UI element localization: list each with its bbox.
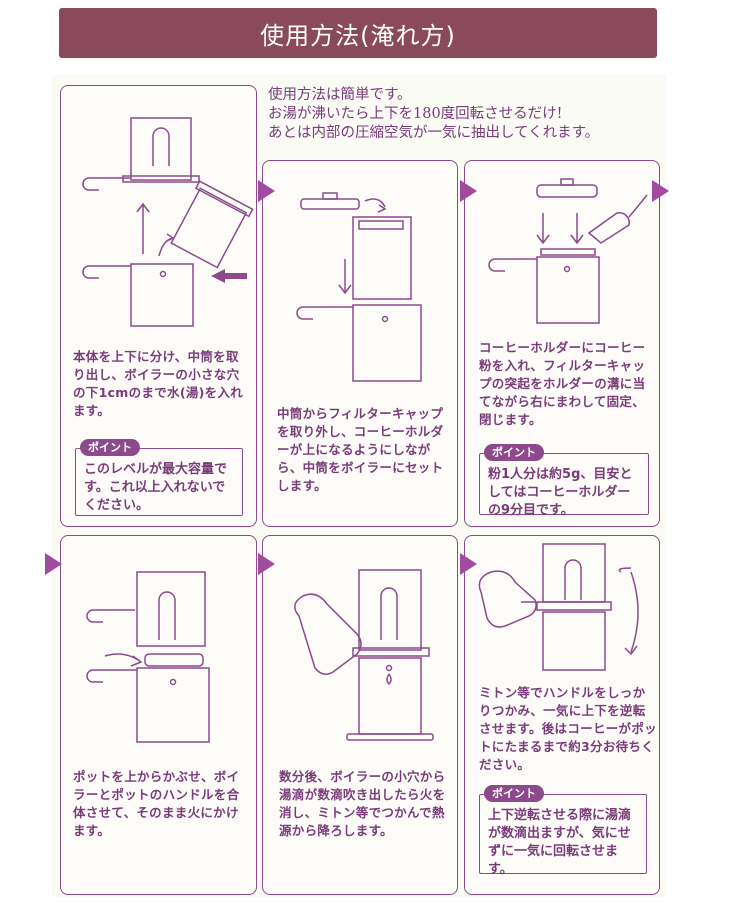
step-4-panel: ポットを上からかぶせ、ボイラーとポットのハンドルを合体させて、そのまま火にかけま… [60,535,257,895]
step-5-panel: 数分後、ボイラーの小穴から湯滴が数滴吹き出したら火を消し、ミトン等でつかんで熱源… [262,535,458,895]
step-2-panel: 中筒からフィルターキャップを取り外し、コーヒーホルダーが上になるようにしながら、… [262,160,458,527]
step-1-illustration [82,117,254,327]
step-6-panel: ミトン等でハンドルをしっかりつかみ、一気に上下を逆転させます。後はコーヒーがポッ… [464,535,660,895]
step-1-caption: 本体を上下に分け、中筒を取り出し、ボイラーの小さな穴の下1cmのまで水(湯)を入… [73,349,244,418]
chevron-right-icon [45,553,62,575]
step-6-point-box: ポイント 上下逆転させる際に湯滴が数滴出ますが、気にせずに一気に回転させます。 [479,785,647,877]
intro-line: あとは内部の圧縮空気が一気に抽出してくれます。 [268,125,600,141]
page-title: 使用方法(淹れ方) [260,21,456,50]
step-4-caption: ポットを上からかぶせ、ボイラーとポットのハンドルを合体させて、そのまま火にかけま… [73,769,240,838]
step-3-point-text: 粉1人分は約5g、目安としてはコーヒーホルダーの9分目です。 [488,467,633,518]
step-6-illustration [478,543,639,671]
step-3-point-box: ポイント 粉1人分は約5g、目安としてはコーヒーホルダーの9分目です。 [479,444,649,518]
chevron-right-icon [258,553,275,575]
step-3-panel: コーヒーホルダーにコーヒー粉を入れ、フィルターキャップの突起をホルダーの溝に当て… [464,160,660,527]
point-badge: ポイント [484,785,544,802]
step-5-caption: 数分後、ボイラーの小穴から湯滴が数滴吹き出したら火を消し、ミトン等でつかんで熱源… [279,769,446,838]
step-1-panel: 本体を上下に分け、中筒を取り出し、ボイラーの小さな穴の下1cmのまで水(湯)を入… [60,85,257,527]
step-3-illustration [488,178,648,324]
chevron-right-icon [460,553,477,575]
step-1-point-text: このレベルが最大容量です。これ以上入れないでください。 [84,462,228,513]
intro-line: お湯が沸いたら上下を180度回転させるだけ! [268,106,563,122]
step-5-illustration [294,569,434,741]
step-3-caption: コーヒーホルダーにコーヒー粉を入れ、フィルターキャップの突起をホルダーの溝に当て… [479,340,646,427]
intro-line: 使用方法は簡単です。 [268,87,412,103]
point-badge: ポイント [80,439,140,456]
chevron-right-icon [652,180,669,202]
step-6-point-text: 上下逆転させる際に湯滴が数滴出ますが、気にせずに一気に回転させます。 [488,808,632,877]
point-badge: ポイント [484,444,544,461]
step-2-caption: 中筒からフィルターキャップを取り外し、コーヒーホルダーが上になるようにしながら、… [277,406,444,493]
step-4-illustration [86,571,210,743]
chevron-right-icon [258,180,275,202]
step-1-point-box: ポイント このレベルが最大容量です。これ以上入れないでください。 [75,439,243,516]
page-title-banner: 使用方法(淹れ方) [59,8,657,58]
step-6-caption: ミトン等でハンドルをしっかりつかみ、一気に上下を逆転させます。後はコーヒーがポッ… [479,685,657,772]
intro-text: 使用方法は簡単です。 お湯が沸いたら上下を180度回転させるだけ! あとは内部の… [268,86,668,143]
chevron-right-icon [460,180,477,202]
step-2-illustration [296,192,422,382]
